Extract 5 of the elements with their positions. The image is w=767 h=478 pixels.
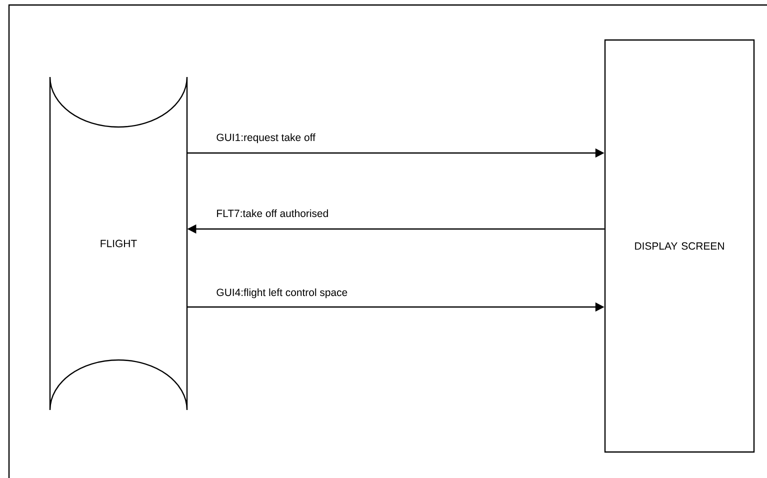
capsule-node: FLIGHT xyxy=(49,76,188,411)
edge-label: GUI4:flight left control space xyxy=(216,288,348,298)
process-box: DISPLAY SCREEN xyxy=(604,39,755,453)
edge-label: FLT7:take off authorised xyxy=(217,209,328,218)
edge-label: GUI1:request take off xyxy=(216,133,316,144)
